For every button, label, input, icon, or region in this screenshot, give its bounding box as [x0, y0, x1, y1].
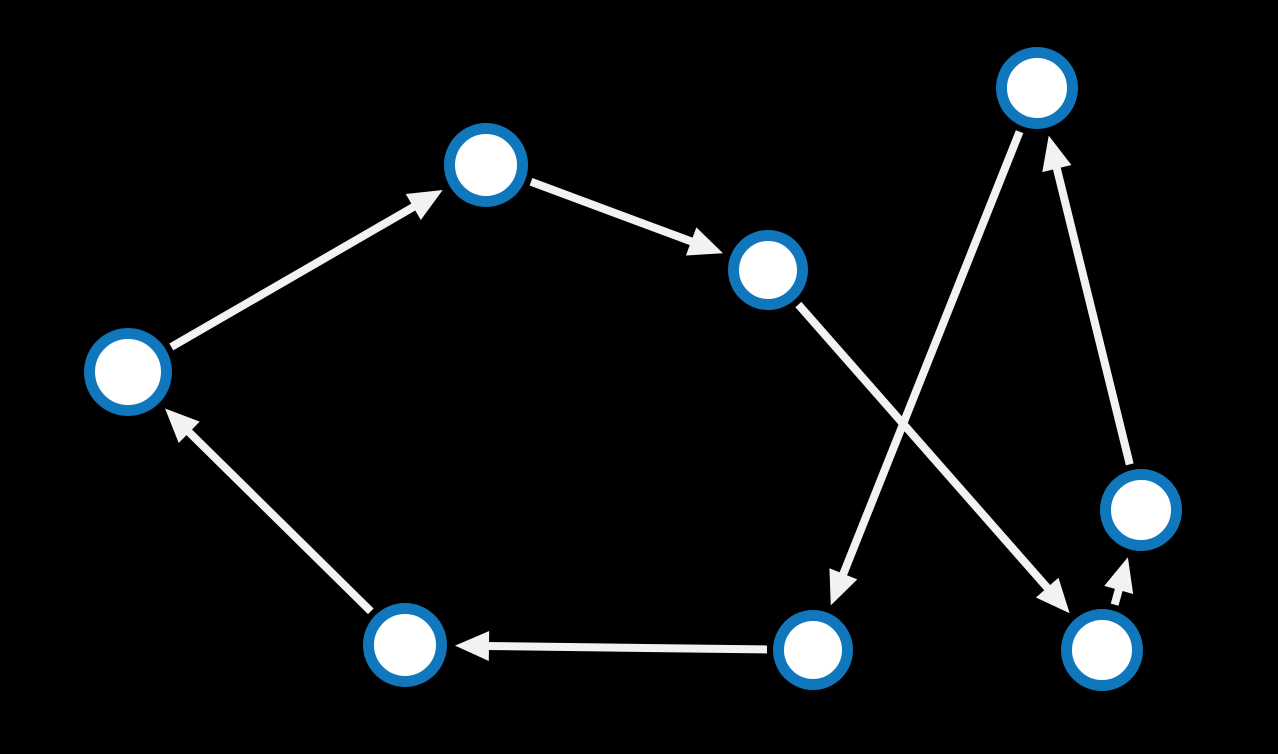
nodes-layer [84, 47, 1182, 691]
graph-node[interactable] [363, 603, 447, 687]
graph-node[interactable] [1100, 469, 1182, 551]
node-circle [1100, 469, 1182, 551]
node-circle [84, 328, 172, 416]
node-circle [996, 47, 1078, 129]
edge-line [529, 178, 697, 247]
graph-node[interactable] [444, 123, 528, 207]
graph-edge[interactable] [1042, 135, 1134, 466]
edge-arrowhead-icon [1042, 135, 1072, 173]
node-circle [728, 230, 808, 310]
edge-arrowhead-icon [405, 190, 443, 221]
graph-node[interactable] [996, 47, 1078, 129]
edge-line [169, 201, 419, 351]
edge-arrowhead-icon [165, 408, 200, 444]
graph-node[interactable] [1061, 609, 1143, 691]
graph-edge[interactable] [829, 130, 1024, 606]
edge-arrowhead-icon [1035, 577, 1070, 614]
edge-line [795, 301, 1053, 594]
graph-edge[interactable] [454, 631, 768, 662]
node-circle [1061, 609, 1143, 691]
edge-line [838, 130, 1024, 580]
graph-edge[interactable] [1104, 557, 1134, 606]
edge-arrowhead-icon [829, 568, 858, 606]
graph-edge[interactable] [169, 190, 443, 351]
graph-edge[interactable] [529, 178, 724, 256]
edge-line [484, 641, 768, 654]
edge-line [1052, 163, 1134, 466]
graph-node[interactable] [84, 328, 172, 416]
graph-edge[interactable] [795, 301, 1070, 614]
node-circle [444, 123, 528, 207]
graph-node[interactable] [773, 610, 853, 690]
edges-layer [165, 130, 1134, 662]
node-circle [773, 610, 853, 690]
edge-line [183, 426, 374, 615]
node-circle [363, 603, 447, 687]
graph-node[interactable] [728, 230, 808, 310]
edge-arrowhead-icon [685, 227, 724, 256]
graph-edge[interactable] [165, 408, 374, 615]
edge-arrowhead-icon [454, 631, 490, 662]
edge-arrowhead-icon [1104, 557, 1134, 594]
